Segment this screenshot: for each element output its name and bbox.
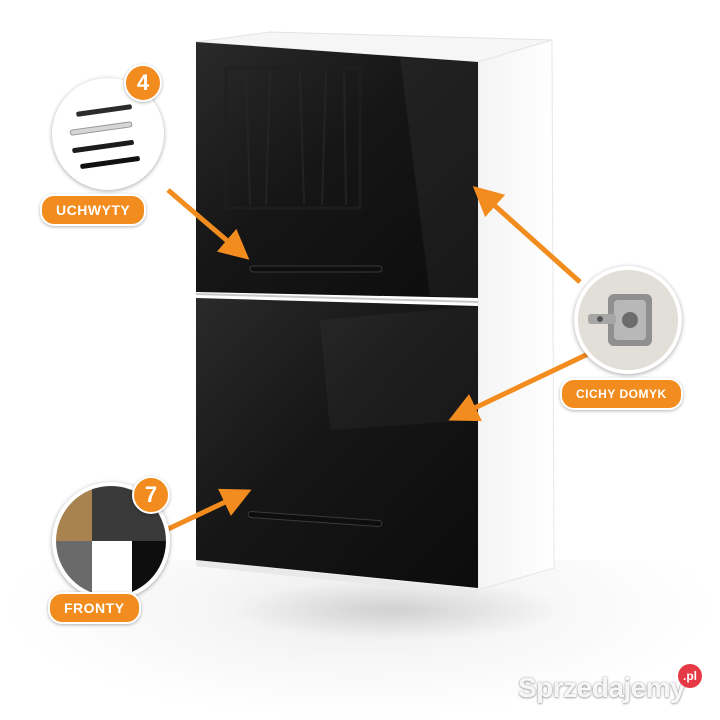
handles-swatch-icon xyxy=(69,104,140,169)
hinge-icon xyxy=(578,270,678,370)
upper-front xyxy=(196,42,478,298)
arrow-handles xyxy=(166,188,250,260)
handles-label: UCHWYTY xyxy=(40,194,147,226)
watermark-text: Sprzedajemy xyxy=(518,672,686,703)
fronts-label: FRONTY xyxy=(48,592,141,624)
arrow-hinge-lower xyxy=(448,351,590,422)
cabinet-side xyxy=(477,39,555,591)
cabinet-bottom-edge xyxy=(196,560,478,596)
arrow-hinge-upper xyxy=(472,185,582,284)
arrow-fronts xyxy=(164,488,252,533)
cabinet-shadow xyxy=(230,580,570,640)
hinge-label: CICHY DOMYK xyxy=(560,378,683,410)
handles-count-badge: 4 xyxy=(124,64,162,102)
watermark-suffix: .pl xyxy=(678,664,702,688)
hinge-preview-circle xyxy=(574,266,682,374)
upper-handle xyxy=(249,265,383,273)
lower-front xyxy=(196,298,478,588)
fronts-count-badge: 7 xyxy=(132,476,170,514)
